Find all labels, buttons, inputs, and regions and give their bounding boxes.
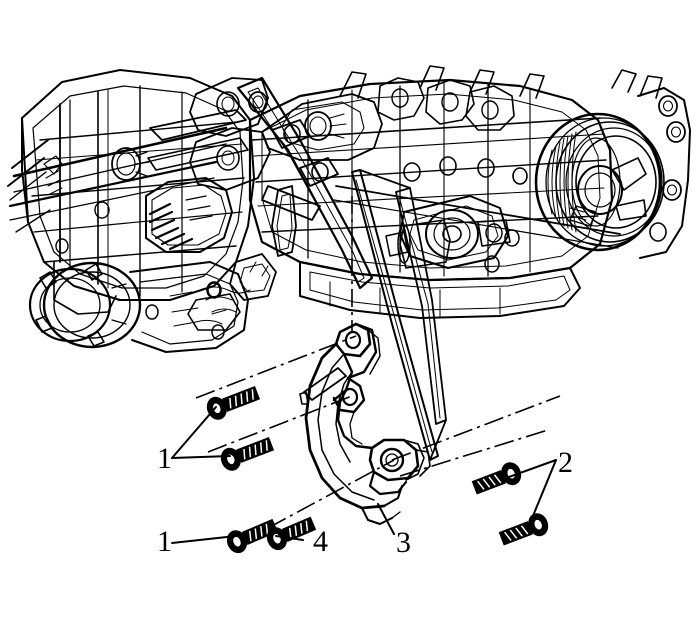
leader-2b [527, 459, 557, 529]
callout-numbers: 1 1 4 3 2 [157, 442, 573, 559]
starter-motor [397, 219, 451, 269]
engine-transmission-assembly [7, 65, 691, 461]
timing-cover-flange [611, 69, 691, 259]
callout-1-lower: 1 [157, 525, 172, 558]
bolt-4 [266, 516, 317, 551]
centerline-bolt-1b [207, 395, 353, 453]
lower-linkage-detail [187, 253, 277, 331]
accessory-rails [8, 109, 249, 221]
accessory-drive-bracket [385, 156, 528, 273]
leader-1c [171, 535, 237, 544]
bolt-2a [471, 462, 522, 495]
callout-2: 2 [558, 446, 573, 479]
clutch-housing-ring [28, 261, 249, 353]
callout-4: 4 [313, 525, 328, 558]
callout-leader-lines [171, 406, 557, 544]
coolant-tube [271, 185, 297, 257]
leader-4 [275, 535, 304, 541]
leader-1a [171, 406, 217, 459]
leader-2a [505, 459, 557, 479]
oil-pan-rail [299, 185, 621, 319]
crankshaft-balancer-pulley [534, 112, 665, 252]
callout-3: 3 [396, 526, 411, 559]
centerline-bolt-2b [399, 429, 549, 477]
long-support-strut [236, 76, 374, 290]
centerline-bolt-2a [391, 395, 561, 461]
centerline-bolt-1c [267, 459, 395, 529]
centerline-bolt-1a [195, 335, 357, 399]
leader-1b [171, 455, 231, 459]
exhaust-manifold-shield [145, 177, 233, 253]
bolt-2b [498, 513, 549, 546]
callout-1-upper: 1 [157, 442, 172, 475]
bolt-1a [206, 386, 261, 420]
leader-3 [377, 503, 395, 535]
valve-cover-assembly [189, 65, 545, 191]
assembly-centerlines [195, 196, 561, 529]
engine-mount-bracket [299, 322, 431, 525]
